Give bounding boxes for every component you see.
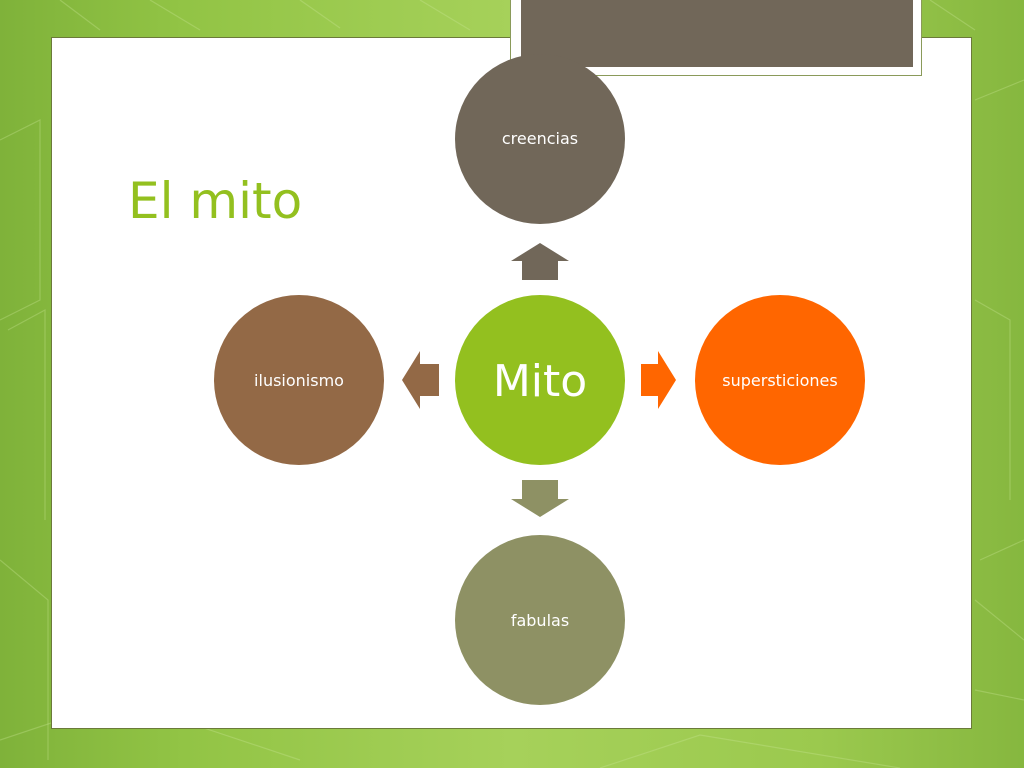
slide-title: El mito — [128, 172, 303, 230]
node-label-ilusionismo: ilusionismo — [254, 371, 344, 390]
arrow-up — [511, 243, 569, 280]
arrow-left — [402, 351, 439, 409]
top-decorative-bar — [521, 0, 913, 67]
node-supersticiones: supersticiones — [695, 295, 865, 465]
arrow-right — [641, 351, 676, 409]
center-label: Mito — [493, 356, 587, 407]
node-label-fabulas: fabulas — [511, 611, 569, 630]
node-ilusionismo: ilusionismo — [214, 295, 384, 465]
node-creencias: creencias — [455, 54, 625, 224]
node-center-mito: Mito — [455, 295, 625, 465]
arrow-down — [511, 480, 569, 517]
node-fabulas: fabulas — [455, 535, 625, 705]
node-label-supersticiones: supersticiones — [722, 371, 837, 390]
node-label-creencias: creencias — [502, 129, 578, 148]
